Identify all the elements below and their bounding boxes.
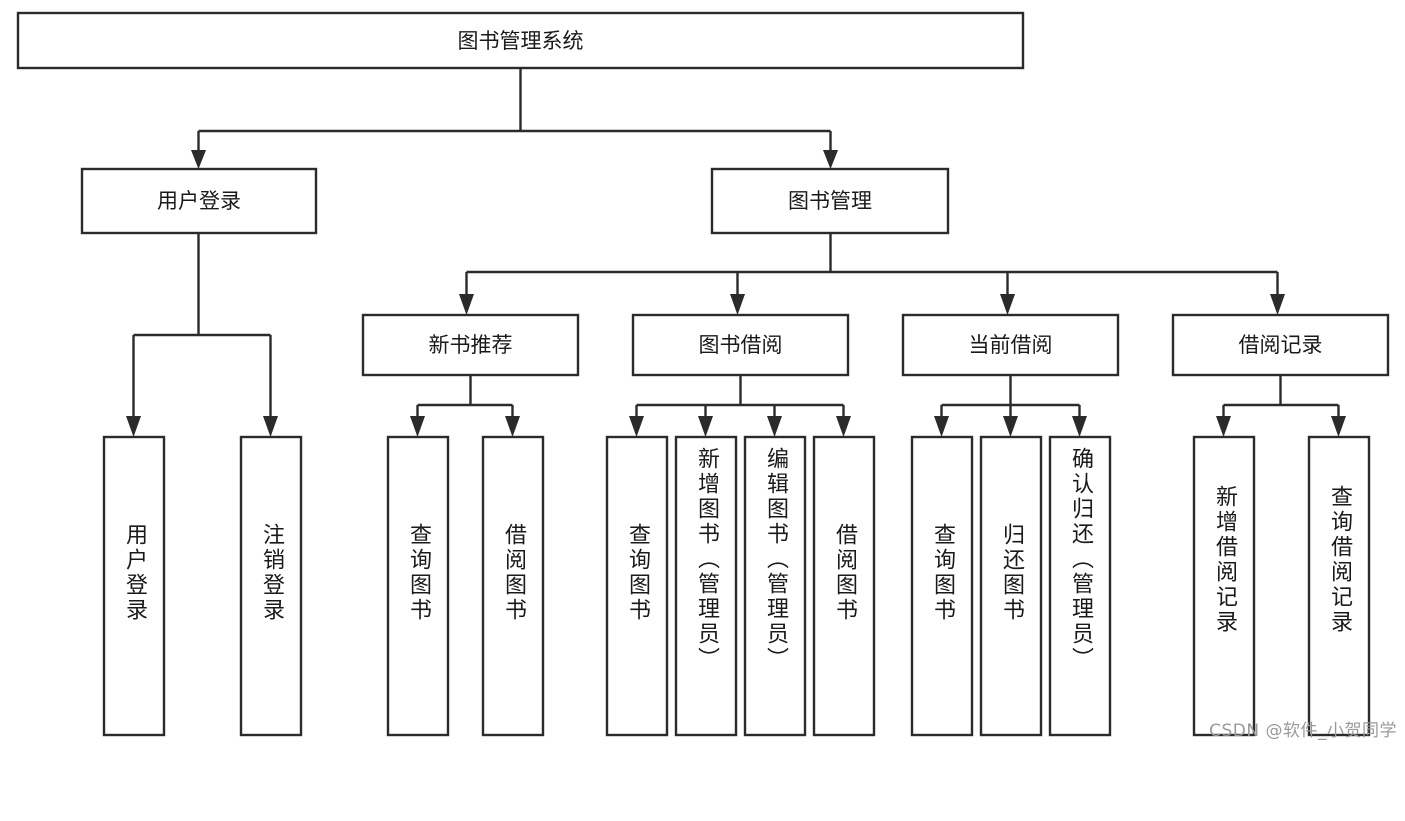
node-leaf-query-book-1-box[interactable] [386, 435, 450, 737]
connector-group-book-management [459, 233, 1285, 315]
connector-group-root [191, 68, 838, 169]
arrow-head-leaf-borrow-book-1 [505, 416, 520, 437]
node-leaf-return-book-box[interactable] [979, 435, 1043, 737]
arrow-head-leaf-user-login [126, 416, 141, 437]
arrow-head-leaf-add-book [698, 416, 713, 437]
arrow-head-current-borrow [1000, 294, 1015, 315]
node-book-borrow-label: 图书借阅 [699, 333, 783, 357]
arrow-head-leaf-add-record [1216, 416, 1231, 437]
node-book-borrow-box[interactable] [631, 313, 850, 377]
connector-group-book-borrow [629, 375, 851, 437]
node-user-login-box[interactable] [80, 167, 318, 235]
arrow-head-leaf-confirm-return [1072, 416, 1087, 437]
node-leaf-query-record-box[interactable] [1307, 435, 1371, 737]
arrow-head-new-book-recommend [459, 294, 474, 315]
node-new-book-recommend-box[interactable] [361, 313, 580, 377]
node-book-management[interactable]: 图书管理 [710, 167, 950, 235]
node-current-borrow-box[interactable] [901, 313, 1120, 377]
connector-group-new-book-recommend [410, 375, 520, 437]
arrow-head-leaf-return-book [1003, 416, 1018, 437]
connector-group-borrow-record [1216, 375, 1346, 437]
node-current-borrow[interactable]: 当前借阅 [901, 313, 1120, 377]
arrow-head-leaf-query-book-3 [934, 416, 949, 437]
connector-group-user-login [126, 233, 278, 437]
diagram-canvas: 图书管理系统 用户登录 图书管理 新书推荐 图书借阅 当前借阅 借阅记录 [16, 11, 1397, 741]
arrow-head-leaf-query-record [1331, 416, 1346, 437]
node-leaf-edit-book-box[interactable] [743, 435, 807, 737]
arrow-head-leaf-edit-book [767, 416, 782, 437]
node-leaf-user-logout-box[interactable] [239, 435, 303, 737]
node-user-login[interactable]: 用户登录 [80, 167, 318, 235]
arrow-head-leaf-query-book-2 [629, 416, 644, 437]
node-borrow-record-label: 借阅记录 [1239, 333, 1323, 357]
node-borrow-record[interactable]: 借阅记录 [1171, 313, 1390, 377]
arrow-head-book-borrow [730, 294, 745, 315]
node-book-management-box[interactable] [710, 167, 950, 235]
arrow-head-leaf-user-logout [263, 416, 278, 437]
arrow-head-borrow-record [1270, 294, 1285, 315]
node-leaf-borrow-book-1-box[interactable] [481, 435, 545, 737]
node-new-book-recommend-label: 新书推荐 [429, 333, 513, 357]
node-leaf-add-book-box[interactable] [674, 435, 738, 737]
node-book-management-label: 图书管理 [788, 189, 872, 213]
node-root[interactable]: 图书管理系统 [16, 11, 1025, 70]
node-leaf-user-login-box[interactable] [102, 435, 166, 737]
arrow-head-book-management [823, 150, 838, 169]
node-leaf-query-book-3-box[interactable] [910, 435, 974, 737]
node-leaf-query-book-2-box[interactable] [605, 435, 669, 737]
node-leaf-borrow-book-2-box[interactable] [812, 435, 876, 737]
node-borrow-record-box[interactable] [1171, 313, 1390, 377]
node-new-book-recommend[interactable]: 新书推荐 [361, 313, 580, 377]
node-user-login-label: 用户登录 [157, 189, 241, 213]
arrow-head-user-login [191, 150, 206, 169]
node-leaf-confirm-return-box[interactable] [1048, 435, 1112, 737]
arrow-head-leaf-query-book-1 [410, 416, 425, 437]
node-root-box[interactable] [16, 11, 1025, 70]
tree-diagram-svg: 图书管理系统 用户登录 图书管理 新书推荐 图书借阅 当前借阅 借阅记录 [16, 11, 1390, 737]
node-root-label: 图书管理系统 [458, 29, 584, 53]
connector-group-current-borrow [934, 375, 1087, 437]
arrow-head-leaf-borrow-book-2 [836, 416, 851, 437]
watermark-text: CSDN @软件_小贺同学 [1209, 721, 1397, 741]
node-current-borrow-label: 当前借阅 [969, 333, 1053, 357]
node-leaf-add-record-box[interactable] [1192, 435, 1256, 737]
node-book-borrow[interactable]: 图书借阅 [631, 313, 850, 377]
